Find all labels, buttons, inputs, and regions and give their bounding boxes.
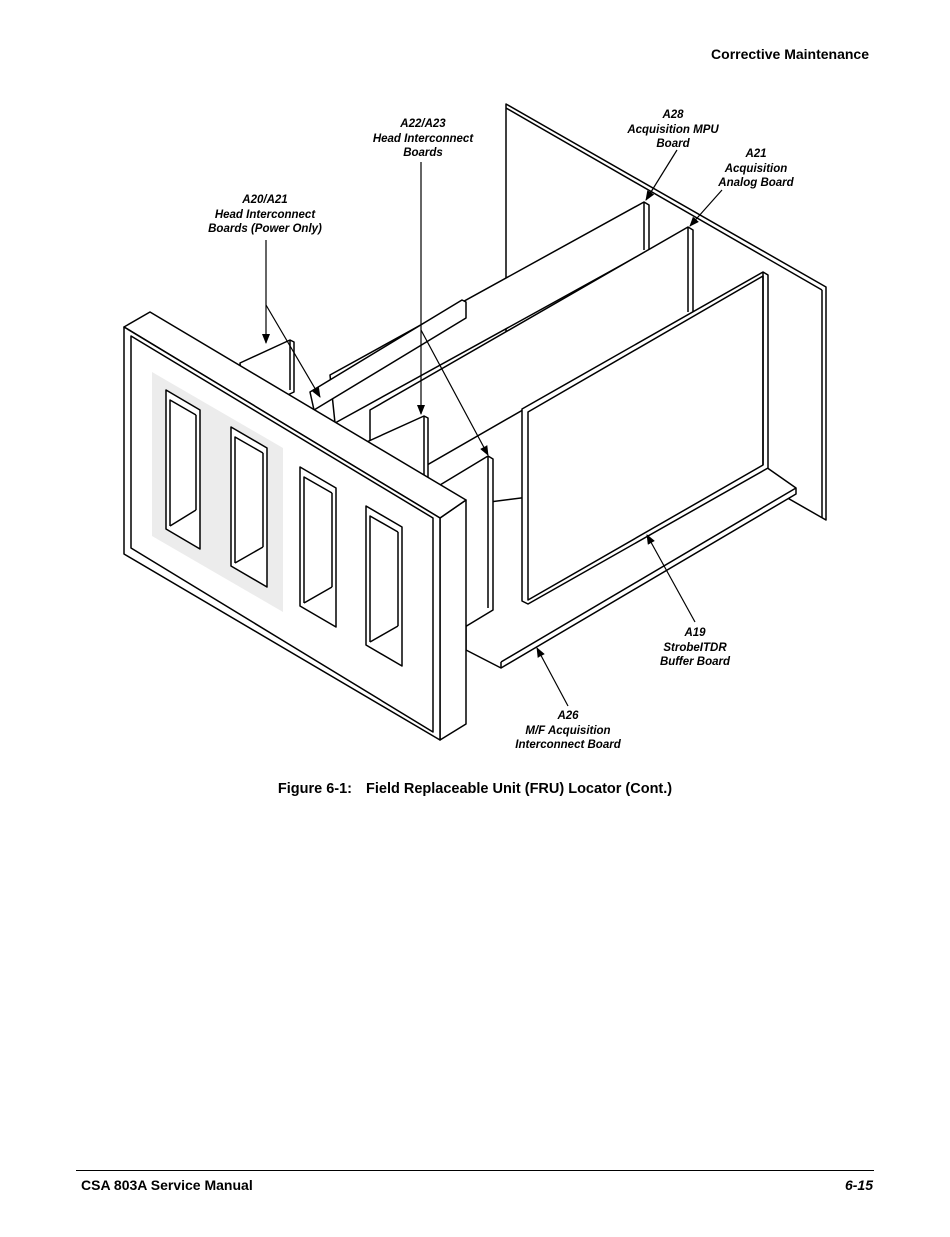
manual-title: CSA 803A Service Manual	[81, 1177, 253, 1193]
figure-caption: Figure 6-1: Field Replaceable Unit (FRU) …	[0, 781, 950, 797]
callout-a19: A19 StrobeITDR Buffer Board	[659, 627, 731, 668]
callout-a21: A21 Acquisition Analog Board	[718, 148, 794, 189]
running-header: Corrective Maintenance	[711, 46, 869, 62]
footer-divider	[76, 1170, 874, 1171]
page-number: 6-15	[844, 1177, 873, 1193]
a22-a23-leader-2	[420, 329, 489, 456]
callout-a28: A28 Acquisition MPU Board	[627, 109, 719, 150]
a28-leader	[645, 149, 678, 201]
a28-board	[329, 201, 650, 424]
callout-a20-a21: A20/A21 Head Interconnect Boards (Power …	[208, 194, 322, 235]
callout-a22-a23: A22/A23 Head Interconnect Boards	[372, 118, 474, 159]
panel-slots	[165, 389, 403, 667]
a26-leader	[536, 647, 569, 707]
a19-leader	[646, 534, 696, 623]
a20-a21-leader-2	[265, 304, 321, 398]
figure-number: Figure 6-1:	[277, 781, 352, 797]
callout-a26: A26 M/F Acquisition Interconnect Board	[515, 710, 621, 751]
a21-leader	[689, 189, 723, 227]
figure-title: Field Replaceable Unit (FRU) Locator (Co…	[366, 781, 673, 797]
front-panel-side	[439, 499, 467, 741]
